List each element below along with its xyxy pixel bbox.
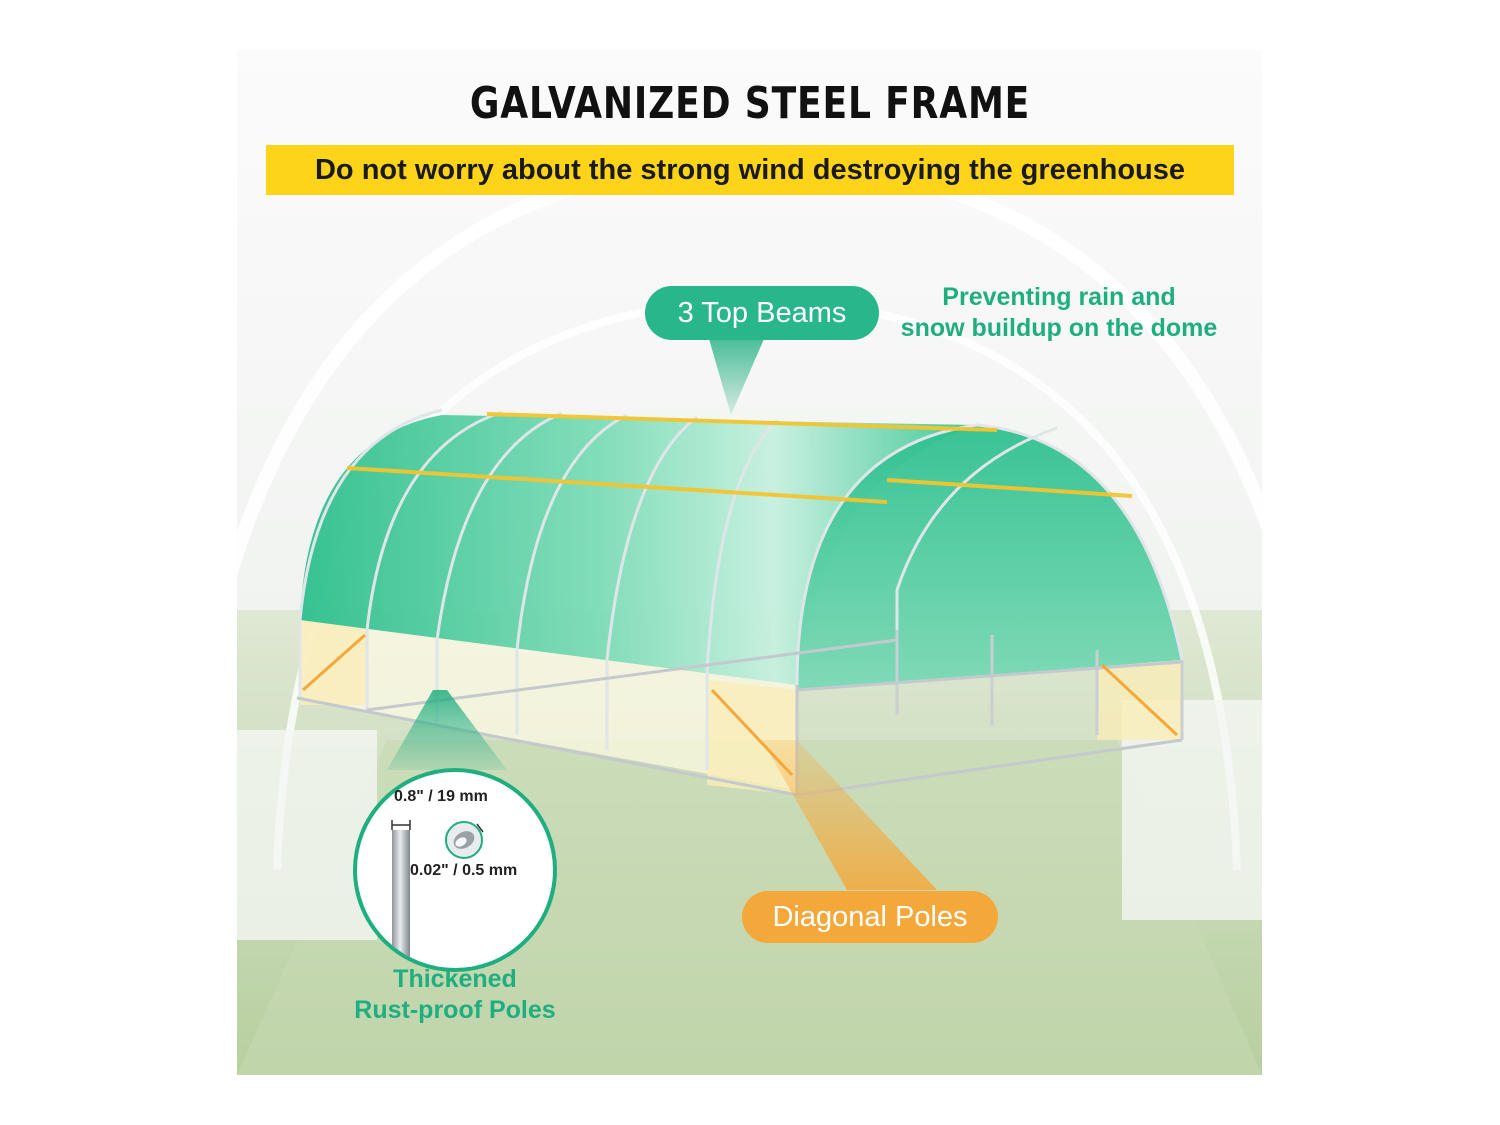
poles-note-line1: Thickened (393, 965, 517, 993)
pole-detail-circle (353, 768, 557, 972)
diagonal-poles-pointer (762, 740, 937, 890)
subtitle-banner: Do not worry about the strong wind destr… (266, 145, 1234, 195)
pole-thickness-label: 0.02" / 0.5 mm (410, 862, 518, 879)
poles-note: Thickened Rust-proof Poles (330, 964, 580, 1026)
top-beams-note: Preventing rain and snow buildup on the … (884, 282, 1234, 344)
page-title: GALVANIZED STEEL FRAME (469, 78, 1031, 129)
product-scene (237, 50, 1262, 1075)
top-beams-label: 3 Top Beams (645, 286, 879, 340)
pole-detail-pointer (387, 690, 507, 770)
pole-diameter-label: 0.8" / 19 mm (394, 788, 488, 805)
top-beams-pointer (707, 332, 767, 415)
diagonal-poles-label: Diagonal Poles (742, 891, 998, 943)
poles-note-line2: Rust-proof Poles (354, 996, 556, 1024)
top-beams-note-line1: Preventing rain and (942, 283, 1176, 311)
greenhouse-illustration (237, 50, 1262, 1075)
top-beams-note-line2: snow buildup on the dome (900, 314, 1218, 342)
